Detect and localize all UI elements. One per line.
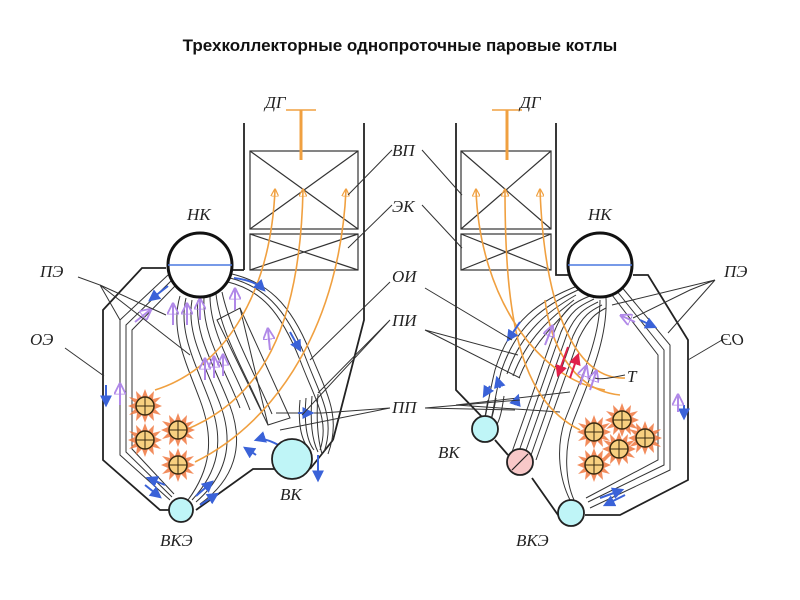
label-air-heater: ВП (392, 141, 416, 160)
right-lower-collector (471, 415, 499, 443)
right-screen-collector (557, 499, 585, 527)
right-label-side-screen: ОЭ (721, 330, 744, 349)
right-flue-gas-outlet (492, 109, 522, 160)
right-label-upper-collector: НК (587, 205, 613, 224)
right-label-lower-collector: ВК (438, 443, 461, 462)
left-flue-gas-outlet (286, 109, 316, 160)
label-superheater-radiant: ПИ (391, 311, 418, 330)
right-label-flue-gas: ДГ (518, 93, 542, 112)
burner-icon (127, 422, 163, 458)
page-title: Трехколлекторные однопроточные паровые к… (182, 36, 618, 55)
left-air-heater-block (249, 150, 359, 230)
label-superheater: ПП (391, 398, 418, 417)
right-burners (576, 402, 663, 483)
left-label-side-screen: ОЭ (30, 330, 53, 349)
left-label-flue-gas: ДГ (263, 93, 287, 112)
left-label-lower-collector: ВК (280, 485, 303, 504)
right-label-superheater-screen: ПЭ (723, 262, 747, 281)
left-burners (127, 388, 196, 483)
left-upper-collector (166, 231, 234, 299)
left-label-superheater-screen: ПЭ (39, 262, 63, 281)
right-label-screen-collector: ВКЭ (516, 531, 549, 550)
left-boiler (64, 109, 365, 523)
label-economizer: ЭК (392, 197, 416, 216)
right-label-thermal: Т (627, 367, 638, 386)
label-evaporative-surface: ОИ (392, 267, 418, 286)
left-lower-collector (271, 438, 313, 480)
center-leaders (279, 149, 521, 431)
burner-icon (160, 447, 196, 483)
left-label-upper-collector: НК (186, 205, 212, 224)
burner-icon (127, 388, 163, 424)
burner-icon (160, 412, 196, 448)
left-screen-collector (168, 497, 194, 523)
left-label-screen-collector: ВКЭ (160, 531, 193, 550)
right-boiler (455, 109, 723, 527)
burner-icon (576, 447, 612, 483)
right-upper-collector (566, 231, 634, 299)
left-economizer-block (249, 233, 359, 271)
